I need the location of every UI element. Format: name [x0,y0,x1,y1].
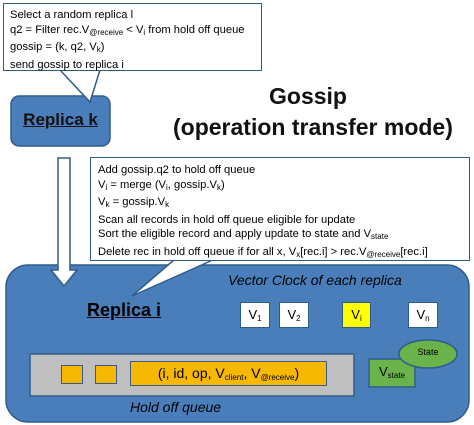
gossip-title: Gossip [269,83,347,109]
callout-top-line1: Select a random replica l [10,9,134,21]
state-ellipse [398,339,458,369]
vector-clock-v1: V1 [240,302,270,328]
gossip-subtitle: (operation transfer mode) [173,114,453,140]
queue-record-main: (i, id, op, Vclient, V@receive) [130,361,327,386]
callout-mid-line6: Delete rec in hold off queue if for all … [98,245,428,259]
state-label: State [417,347,439,357]
vector-clock-v2: V2 [279,302,309,328]
callout-replica-i: Add gossip.q2 to hold off queue Vi = mer… [90,157,470,261]
callout-mid-line4: Scan all records in hold off queue eligi… [98,213,356,226]
callout-mid-line3: Vk = gossip.Vk [98,196,170,210]
vector-clock-vi: Vi [342,302,371,328]
vector-clock-label: Vector Clock of each replica [228,272,402,288]
callout-replica-k: Select a random replica l q2 = Filter re… [3,3,262,71]
callout-top-line4: send gossip to replica i [10,58,124,71]
hold-off-queue-label: Hold off queue [130,399,222,415]
callout-top-line2: q2 = Filter rec.V@receive < Vi from hold… [10,23,245,37]
vector-clock-vn: Vn [408,302,438,328]
vstate-label: Vstate [378,364,405,380]
callout-top-line3: gossip = (k, q2, Vk) [10,41,105,55]
callout-mid-line2: Vi = merge (Vi, gossip.Vk) [98,178,225,192]
queue-record-small-1 [61,365,83,384]
gossip-arrow-down [49,157,79,288]
replica-k-box [10,95,111,147]
replica-i-container [5,264,470,423]
replica-k-label: Replica k [23,110,98,129]
queue-record-small-2 [95,365,117,384]
callout-mid-line5: Sort the eligible record and apply updat… [98,228,389,242]
callout-mid-line1: Add gossip.q2 to hold off queue [98,164,256,176]
replica-i-label: Replica i [87,300,162,320]
